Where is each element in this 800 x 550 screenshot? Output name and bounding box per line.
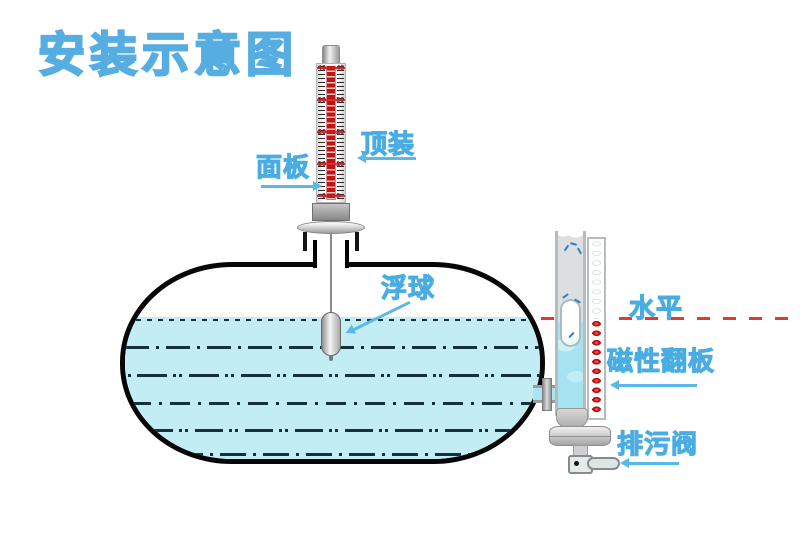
panel-arrow (261, 181, 322, 191)
flange-bolt (355, 232, 359, 251)
scale-number: 30 (336, 95, 345, 104)
valve-bolt-dot (574, 461, 579, 466)
scale-row: 20 20 (317, 127, 345, 136)
scale-mark-line (317, 163, 345, 165)
label-magnetic-flap: 磁性翻板 (606, 345, 716, 376)
scale-mark-line (317, 131, 345, 133)
flange-seam (550, 436, 610, 437)
label-top-mount: 顶装 (360, 128, 416, 159)
top-mount-arrow (357, 153, 416, 163)
gauge-flap-column (326, 66, 336, 200)
level-dashed-line (541, 317, 795, 320)
scale-row: 10 10 (317, 159, 345, 168)
chamber-bottom-cap (556, 408, 588, 427)
label-level: 水平 (628, 292, 684, 323)
chamber-float (560, 299, 581, 347)
float-tip (329, 355, 333, 361)
scale-number: 30 (317, 95, 326, 104)
arrow-head-left-icon (610, 380, 619, 390)
label-drain-valve: 排污阀 (616, 428, 699, 459)
scale-number: 10 (317, 159, 326, 168)
gauge-cap (322, 45, 340, 64)
float-rod (330, 233, 332, 315)
inlet-flange (542, 378, 552, 411)
liquid-hatch-line (125, 429, 540, 432)
red-flaps (589, 319, 604, 414)
scale-row: 40 40 (317, 63, 345, 72)
liquid-hatch-line (125, 402, 540, 405)
scale-number: 40 (336, 63, 345, 72)
arrow-head-left-icon (620, 458, 629, 468)
float-ball (321, 312, 341, 356)
flange-bolt (303, 232, 307, 251)
scale-mark-line (317, 195, 345, 197)
liquid-hatch-line (125, 374, 540, 377)
scale-number: 0 (336, 191, 341, 200)
scale-row: 0 0 (317, 191, 345, 200)
scale-row: 30 30 (317, 95, 345, 104)
label-float-ball: 浮球 (380, 272, 436, 303)
bottom-flange (549, 426, 611, 446)
chamber-cut-edge (558, 231, 583, 243)
scale-number: 10 (336, 159, 345, 168)
scale-number: 20 (317, 127, 326, 136)
scale-ticks-left (318, 66, 325, 200)
arrow-head-left-icon (357, 153, 366, 163)
liquid-hatch-line (125, 453, 540, 456)
scale-number: 40 (317, 63, 326, 72)
arrow-head-right-icon (313, 181, 322, 191)
drain-valve-arrow (620, 458, 679, 468)
page-title: 安装示意图 (37, 27, 298, 82)
white-flaps (589, 239, 604, 319)
scale-mark-line (317, 99, 345, 101)
scale-number: 0 (321, 191, 326, 200)
scale-mark-line (317, 67, 345, 69)
gauge-indicator-tube: 40 40 30 30 20 20 10 10 0 0 (316, 63, 346, 203)
gauge-housing (312, 203, 350, 221)
flap-indicator-channel (587, 237, 606, 420)
label-panel: 面板 (255, 151, 311, 182)
scale-number: 20 (336, 127, 345, 136)
scale-ticks-right (337, 66, 344, 200)
drain-valve-handle (587, 457, 620, 470)
tank-body (120, 262, 545, 464)
magnetic-flap-arrow (610, 380, 697, 390)
